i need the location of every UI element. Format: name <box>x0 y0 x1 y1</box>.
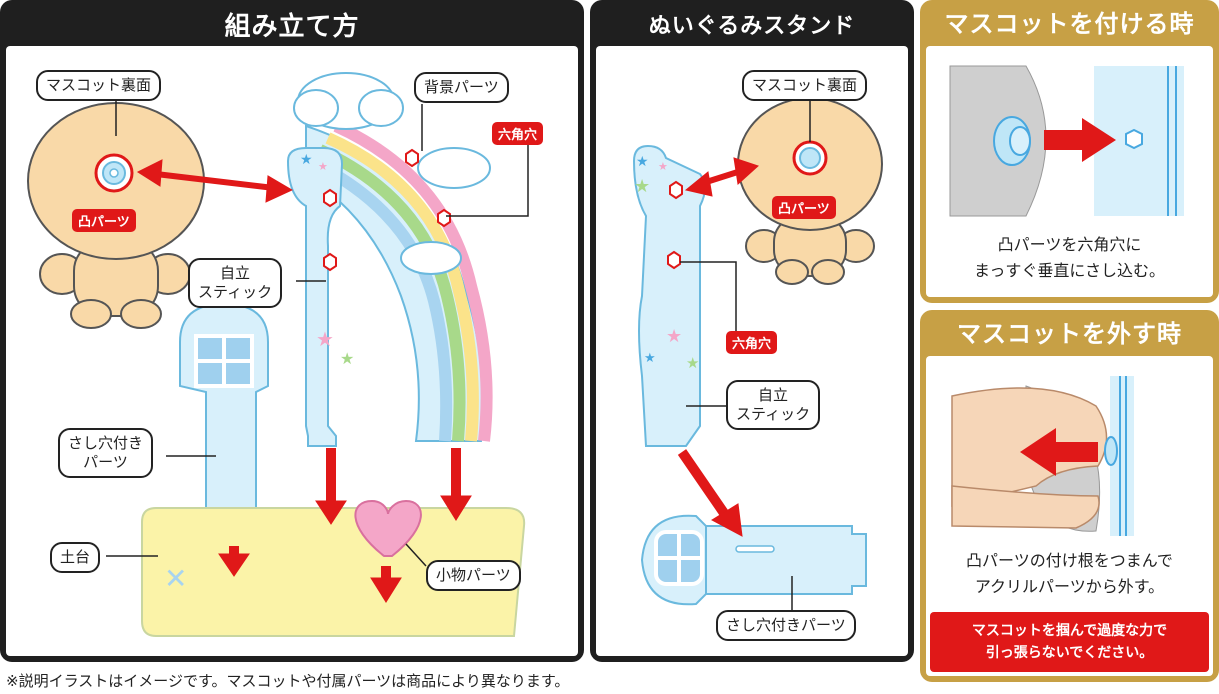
stand-label-slot-parts: さし穴付きパーツ <box>716 610 856 641</box>
label-mascot-back: マスコット裏面 <box>36 70 162 101</box>
attach-title: マスコットを付ける時 <box>944 10 1195 38</box>
attach-panel: マスコットを付ける時 凸パーツを六角穴に まっすぐ垂直にさし込む。 <box>920 0 1219 303</box>
base-illustration: ✕ <box>141 507 526 637</box>
stand-arrows <box>677 157 759 537</box>
attach-illustration: 凸パーツを六角穴に まっすぐ垂直にさし込む。 <box>926 46 1213 297</box>
label-stick: 自立 スティック <box>188 258 283 308</box>
label-slot-parts: さし穴付き パーツ <box>58 428 154 478</box>
label-hex-hole: 六角穴 <box>492 122 544 145</box>
svg-text:★: ★ <box>318 160 328 173</box>
assembly-diagram: ★ ★ ★ ★ ✕ <box>27 72 529 637</box>
label-small-parts: 小物パーツ <box>426 560 521 591</box>
footnote: ※説明イラストはイメージです。マスコットや付属パーツは商品により異なります。 <box>6 672 570 690</box>
svg-text:★: ★ <box>658 160 668 173</box>
svg-text:★: ★ <box>666 326 682 347</box>
detach-arrow <box>1020 428 1098 476</box>
detach-title: マスコットを外す時 <box>957 320 1182 348</box>
stand-label-stick: 自立 スティック <box>726 380 821 430</box>
background-parts-illustration <box>293 72 493 442</box>
detach-illustration: 凸パーツの付け根をつまんで アクリルパーツから外す。 マスコットを掴んで過度な力… <box>926 356 1213 676</box>
label-base: 土台 <box>50 542 101 573</box>
attach-caption: 凸パーツを六角穴に まっすぐ垂直にさし込む。 <box>973 235 1166 280</box>
detach-caption: 凸パーツの付け根をつまんで アクリルパーツから外す。 <box>966 551 1173 596</box>
attach-arrow <box>1044 118 1116 162</box>
assembly-arrows <box>136 159 472 603</box>
svg-text:★: ★ <box>686 354 699 372</box>
stand-label-mascot-back: マスコット裏面 <box>742 70 868 101</box>
svg-text:★: ★ <box>300 152 313 168</box>
stick-illustration: ★ ★ ★ ★ <box>286 147 354 447</box>
stand-leader-lines <box>680 98 811 612</box>
attach-diagram <box>949 65 1184 217</box>
detach-warning: マスコットを掴んで過度な力で 引っ張らないでください。 <box>930 612 1209 672</box>
slot-part-illustration <box>179 302 269 525</box>
detach-diagram <box>951 376 1186 536</box>
stand-illustration: ★ ★ ★ ★ ★ ★ <box>596 46 908 656</box>
label-background-parts: 背景パーツ <box>414 72 509 103</box>
stand-slot-part-illustration <box>640 514 867 606</box>
heart-illustration <box>354 499 422 557</box>
assembly-illustration: ★ ★ ★ ★ ✕ <box>6 46 578 656</box>
svg-text:★: ★ <box>634 176 650 197</box>
stand-title: ぬいぐるみスタンド <box>648 14 856 39</box>
svg-text:★: ★ <box>340 349 354 368</box>
stand-label-convex-part: 凸パーツ <box>772 196 836 219</box>
label-convex-part: 凸パーツ <box>72 209 136 232</box>
assembly-leader-lines <box>106 101 529 567</box>
stand-label-hex-hole: 六角穴 <box>726 331 778 354</box>
detach-panel: マスコットを外す時 凸パーツの付け根をつまんで アクリルパーツから外す。 マスコ… <box>920 310 1219 682</box>
stand-panel: ぬいぐるみスタンド ★ ★ ★ ★ ★ ★ <box>590 0 914 662</box>
svg-text:★: ★ <box>636 154 649 170</box>
assembly-title: 組み立て方 <box>224 12 360 42</box>
assembly-panel: 組み立て方 <box>0 0 584 662</box>
svg-text:✕: ✕ <box>164 562 187 595</box>
svg-text:★: ★ <box>316 327 334 351</box>
svg-text:★: ★ <box>644 351 656 366</box>
stand-stick-illustration: ★ ★ ★ ★ ★ ★ <box>632 144 706 447</box>
